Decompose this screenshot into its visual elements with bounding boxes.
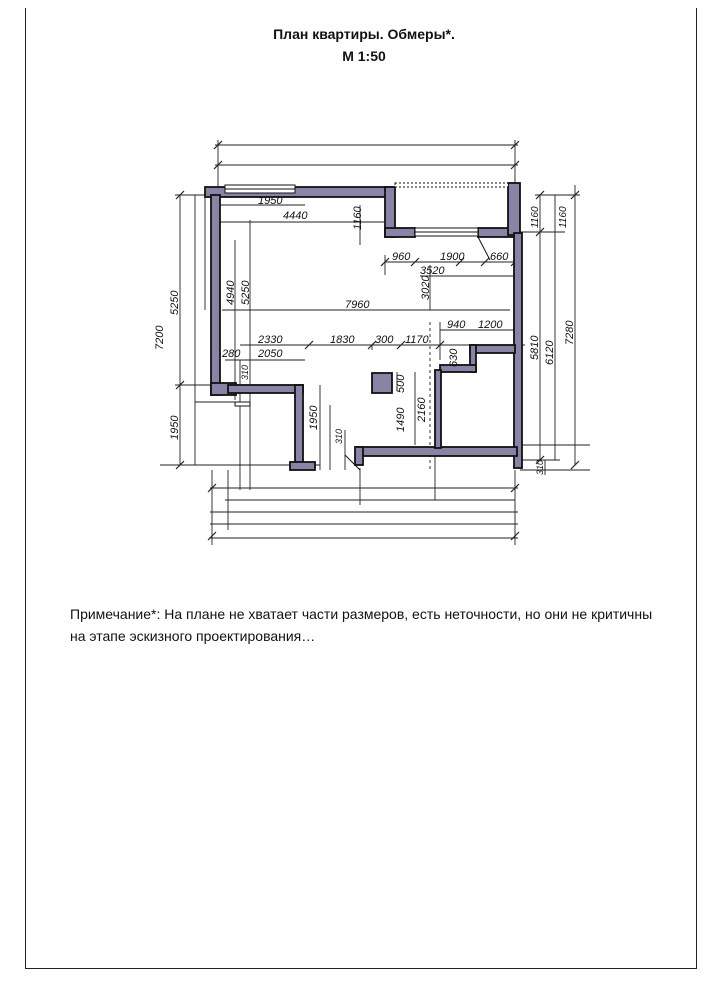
dim-label: 310 <box>334 429 344 444</box>
dimension-ticks <box>175 140 580 541</box>
walls <box>204 182 523 471</box>
dim-label: 310 <box>240 365 250 380</box>
dim-label: 2330 <box>257 334 283 346</box>
dim-label: 280 <box>221 348 241 360</box>
dim-label: 5250 <box>169 290 181 315</box>
wall-right-upper <box>507 182 521 236</box>
dim-label: 1830 <box>330 334 355 346</box>
dim-label: 630 <box>448 348 460 367</box>
dim-label: 1160 <box>530 206 541 228</box>
note-text: Примечание*: На плане не хватает части р… <box>70 606 653 644</box>
dim-label: 660 <box>490 251 509 263</box>
door-leaf <box>477 236 491 261</box>
dim-label: 310 <box>535 460 545 475</box>
dim-label: 960 <box>392 251 411 263</box>
wall-lower-vertical <box>294 384 304 466</box>
door-leaf-lower <box>344 454 361 471</box>
dim-label: 1950 <box>258 195 283 207</box>
dimension-labels: 1950 4440 1160 960 1900 660 3520 3020 49… <box>154 195 576 475</box>
window-lower-left <box>234 401 251 407</box>
dim-label: 1950 <box>169 415 181 440</box>
column <box>371 372 393 394</box>
wall-bottom-left <box>289 461 316 471</box>
dim-label: 4940 <box>225 280 237 305</box>
scale-label: М 1:50 <box>342 48 386 64</box>
dim-label: 3520 <box>420 265 445 277</box>
dim-label: 6120 <box>544 340 556 365</box>
door-swings <box>344 236 491 471</box>
wall-partition <box>434 369 442 449</box>
dim-label: 1900 <box>440 251 465 263</box>
dim-label: 7960 <box>345 299 370 311</box>
wall-step-bottom <box>384 227 416 238</box>
dim-label: 7280 <box>564 320 576 345</box>
wall-left <box>210 194 221 396</box>
dim-label: 2050 <box>257 348 283 360</box>
drawing-frame <box>25 8 697 969</box>
dim-label: 5810 <box>529 335 541 360</box>
dim-label: 5250 <box>240 280 252 305</box>
dim-label: 2160 <box>416 397 428 423</box>
dim-label: 1200 <box>478 319 503 331</box>
dim-label: 3020 <box>420 275 432 300</box>
dim-label: 1950 <box>308 405 320 430</box>
dim-label: 1170 <box>405 334 430 346</box>
floor-plan: 1950 4440 1160 960 1900 660 3520 3020 49… <box>154 140 590 545</box>
window-balcony <box>394 182 509 188</box>
dim-label: 300 <box>375 334 394 346</box>
wall-niche-bottom <box>439 364 477 373</box>
dimension-lines <box>160 140 590 545</box>
dim-label: 940 <box>447 319 466 331</box>
wall-bottom-stub <box>354 446 364 466</box>
dim-label: 4440 <box>283 210 308 222</box>
dim-label: 7200 <box>154 325 166 350</box>
windows <box>224 182 509 407</box>
wall-lower-top <box>227 384 304 394</box>
page-title: План квартиры. Обмеры*. <box>273 26 455 42</box>
dim-label: 500 <box>395 374 407 393</box>
dim-label: 1160 <box>558 206 569 228</box>
dim-label: 1490 <box>395 407 407 432</box>
dim-label: 1160 <box>352 205 364 230</box>
